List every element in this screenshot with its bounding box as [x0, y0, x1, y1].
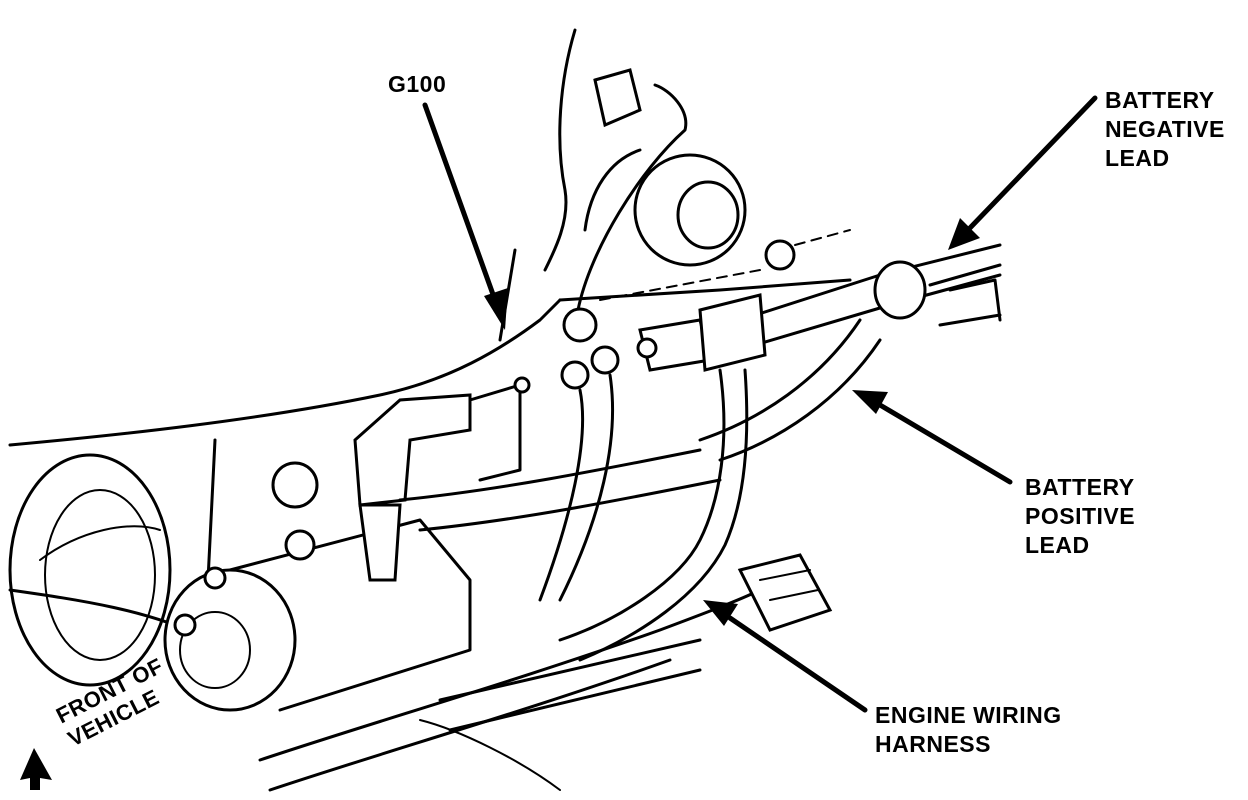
starter-motor — [163, 461, 472, 712]
g100-label: G100 — [388, 71, 447, 97]
g100-arrowhead — [484, 288, 508, 330]
front-arrowhead — [20, 748, 52, 790]
bellhousing — [8, 453, 172, 687]
harness-arrow — [727, 615, 868, 713]
positive-lead — [558, 318, 882, 662]
battery-positive-lead-label: BATTERY POSITIVE LEAD — [1025, 474, 1136, 558]
solenoid-bracket — [353, 376, 531, 582]
harness-arrowhead — [703, 600, 738, 626]
positive-arrow — [877, 402, 1013, 485]
g100-arrow — [422, 102, 498, 303]
engine-harness — [258, 448, 833, 792]
negative-arrowhead — [948, 218, 980, 250]
battery-negative-lead-label: BATTERY NEGATIVE LEAD — [1105, 87, 1225, 171]
ground-terminals — [538, 83, 767, 602]
engine-wiring-harness-label: ENGINE WIRING HARNESS — [875, 702, 1062, 757]
positive-arrowhead — [852, 390, 888, 414]
negative-arrow — [965, 95, 1098, 233]
upper-component — [583, 68, 851, 301]
pointer-arrows — [20, 95, 1098, 790]
negative-cable — [738, 243, 1002, 347]
